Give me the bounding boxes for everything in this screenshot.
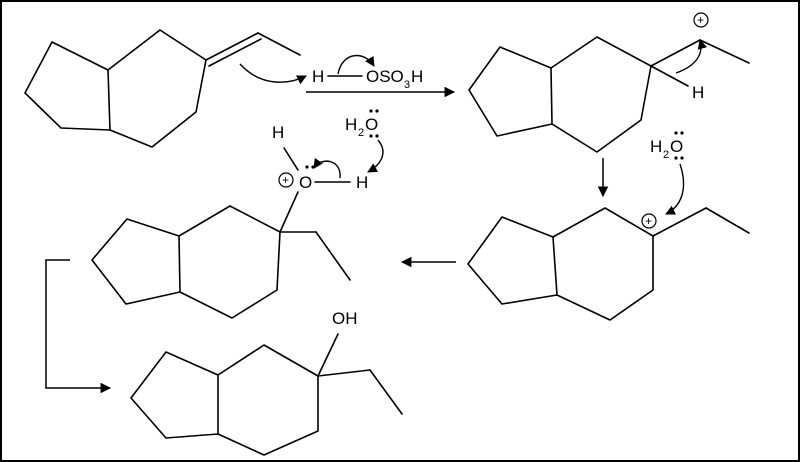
charge-circle-cation-1 [693, 12, 709, 28]
molecule-oxonium [91, 147, 351, 319]
oxonium-o: O [299, 173, 312, 192]
water1-lone-pair-bottom [369, 134, 373, 138]
water-molecule-2: H 2 O [650, 131, 684, 161]
water1-sub2: 2 [358, 127, 364, 139]
water2-sub2: 2 [663, 149, 669, 161]
curved-arrow-bond-to-o-2 [313, 157, 341, 179]
water2-lone-pair-bottom [674, 156, 678, 160]
molecule-cation-tertiary [467, 207, 750, 321]
curved-arrow-water-to-h [367, 139, 384, 173]
molecule-alkene [24, 29, 301, 148]
water1-h: H [345, 115, 357, 134]
molecule-cation-secondary [468, 36, 750, 153]
acid-oso: OSO [366, 67, 404, 86]
water-molecule-1: H 2 O [345, 109, 379, 139]
charge-cation-1: + [697, 13, 704, 27]
oxonium-lone-pair [305, 165, 309, 169]
acid-sub3: 3 [404, 79, 410, 91]
curved-arrow-bond-to-o [337, 54, 375, 75]
water2-lone-pair-top [674, 131, 678, 135]
charge-circle-cation-2 [641, 213, 657, 229]
water2-h: H [650, 137, 662, 156]
acid-h: H [312, 67, 324, 86]
oxonium-h-right: H [356, 173, 368, 192]
charge-oxonium: + [282, 173, 289, 187]
water1-lone-pair-top [369, 109, 373, 113]
water1-o: O [365, 115, 378, 134]
water2-o: O [670, 137, 683, 156]
acid-h2: H [411, 67, 423, 86]
oxonium-h-top: H [272, 123, 284, 142]
curved-arrow-hydride-shift [675, 39, 708, 74]
hydride-h-label: H [692, 83, 704, 102]
charge-circle-oxonium [278, 172, 294, 188]
molecule-alcohol-product [130, 333, 403, 456]
reagent-sulfuric-acid: H OSO 3 H [312, 67, 423, 91]
product-oh-label: OH [332, 309, 358, 328]
charge-cation-2: + [645, 214, 652, 228]
curved-arrow-water-attack [665, 163, 685, 215]
reaction-arrow-to-product [45, 259, 112, 394]
curved-arrow-alkene-to-h [239, 63, 307, 85]
